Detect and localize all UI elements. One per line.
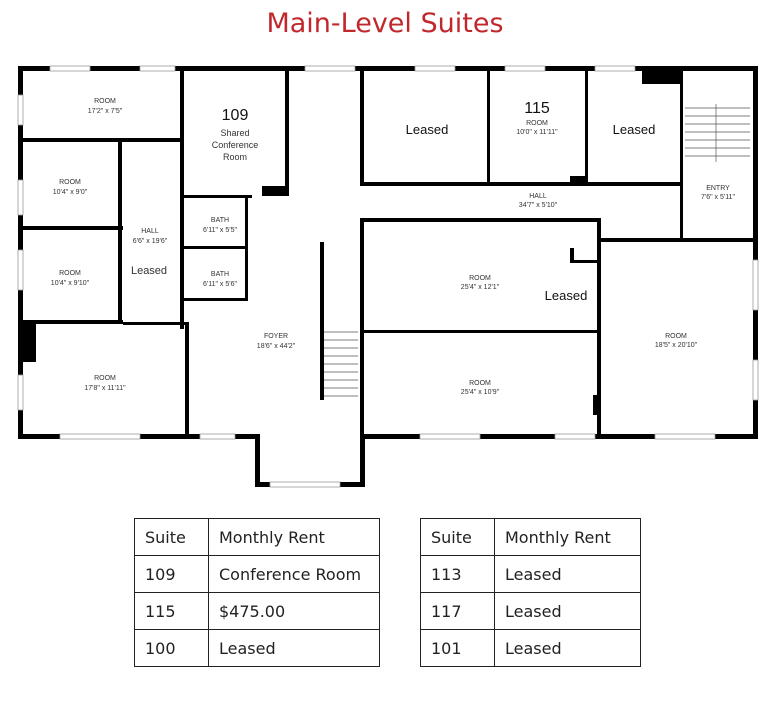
foyer-name: FOYER <box>264 333 288 340</box>
suite-109-number: 109 <box>222 107 249 124</box>
cell-suite: 109 <box>134 555 209 593</box>
table-header-row: Suite Monthly Rent <box>420 518 641 556</box>
table-row: 115 $475.00 <box>134 592 380 630</box>
windows <box>17 65 759 488</box>
entry-dims: 7'6" x 5'11" <box>701 194 735 201</box>
entry-name: ENTRY <box>706 185 730 192</box>
header-monthly-rent: Monthly Rent <box>208 518 380 556</box>
cell-rent: Leased <box>208 629 380 667</box>
room-top-left-dims: 17'2" x 7'5" <box>88 108 123 115</box>
cell-suite: 100 <box>134 629 209 667</box>
hall-left-name: HALL <box>141 228 159 235</box>
room-center-top-name: ROOM <box>469 275 491 282</box>
room-bottom-left-dims: 17'8" x 11'11" <box>84 385 126 392</box>
cell-rent: Leased <box>494 555 641 593</box>
cell-rent: Conference Room <box>208 555 380 593</box>
table-row: 113 Leased <box>420 555 641 593</box>
hall-left-dims: 6'6" x 19'6" <box>133 238 168 245</box>
bath-1-name: BATH <box>211 217 229 224</box>
suite-115-dims: 10'0" x 11'11" <box>516 129 558 136</box>
interior-walls <box>18 71 758 439</box>
bath-1-dims: 6'11" x 5'5" <box>203 227 237 234</box>
rent-table-right: Suite Monthly Rent 113 Leased 117 Leased… <box>420 518 641 667</box>
room-right-name: ROOM <box>665 333 687 340</box>
foyer-dims: 18'6" x 44'2" <box>257 343 296 350</box>
cell-suite: 117 <box>420 592 495 630</box>
cell-suite: 115 <box>134 592 209 630</box>
room-center-bottom-name: ROOM <box>469 380 491 387</box>
bath-2-name: BATH <box>211 271 229 278</box>
suite-109-line1: Shared <box>220 128 249 138</box>
room-left-2-dims: 10'4" x 9'0" <box>53 189 88 196</box>
stairs-entry <box>685 104 750 162</box>
floor-plan: ROOM 17'2" x 7'5" ROOM 10'4" x 9'0" ROOM… <box>17 65 759 488</box>
stairs-foyer <box>324 331 358 397</box>
room-left-3-name: ROOM <box>59 270 81 277</box>
cell-rent: $475.00 <box>208 592 380 630</box>
suite-109-line2: Conference <box>212 140 259 150</box>
room-left-3-dims: 10'4" x 9'10" <box>51 280 90 287</box>
room-center-top-dims: 25'4" x 12'1" <box>461 284 500 291</box>
bath-2-dims: 6'11" x 5'6" <box>203 281 237 288</box>
cell-rent: Leased <box>494 592 641 630</box>
suite-109-line3: Room <box>223 152 247 162</box>
cell-suite: 101 <box>420 629 495 667</box>
hall-left-status: Leased <box>131 265 167 277</box>
header-suite: Suite <box>420 518 495 556</box>
room-center-top-status: Leased <box>545 288 588 303</box>
table-row: 117 Leased <box>420 592 641 630</box>
header-monthly-rent: Monthly Rent <box>494 518 641 556</box>
room-left-2-name: ROOM <box>59 179 81 186</box>
leased-top-right: Leased <box>613 122 656 137</box>
suite-115-name: ROOM <box>526 120 548 127</box>
cell-suite: 113 <box>420 555 495 593</box>
room-bottom-left-name: ROOM <box>94 375 116 382</box>
room-top-left-name: ROOM <box>94 98 116 105</box>
table-row: 100 Leased <box>134 629 380 667</box>
header-suite: Suite <box>134 518 209 556</box>
rent-table-left: Suite Monthly Rent 109 Conference Room 1… <box>134 518 380 667</box>
suite-115-number: 115 <box>524 100 550 117</box>
page-title: Main-Level Suites <box>266 8 504 39</box>
table-header-row: Suite Monthly Rent <box>134 518 380 556</box>
hall-main-dims: 34'7" x 5'10" <box>519 202 558 209</box>
table-row: 109 Conference Room <box>134 555 380 593</box>
cell-rent: Leased <box>494 629 641 667</box>
room-right-dims: 18'5" x 20'10" <box>655 342 698 349</box>
leased-top-left: Leased <box>406 122 449 137</box>
room-center-bottom-dims: 25'4" x 10'9" <box>461 389 500 396</box>
hall-main-name: HALL <box>529 193 547 200</box>
table-row: 101 Leased <box>420 629 641 667</box>
